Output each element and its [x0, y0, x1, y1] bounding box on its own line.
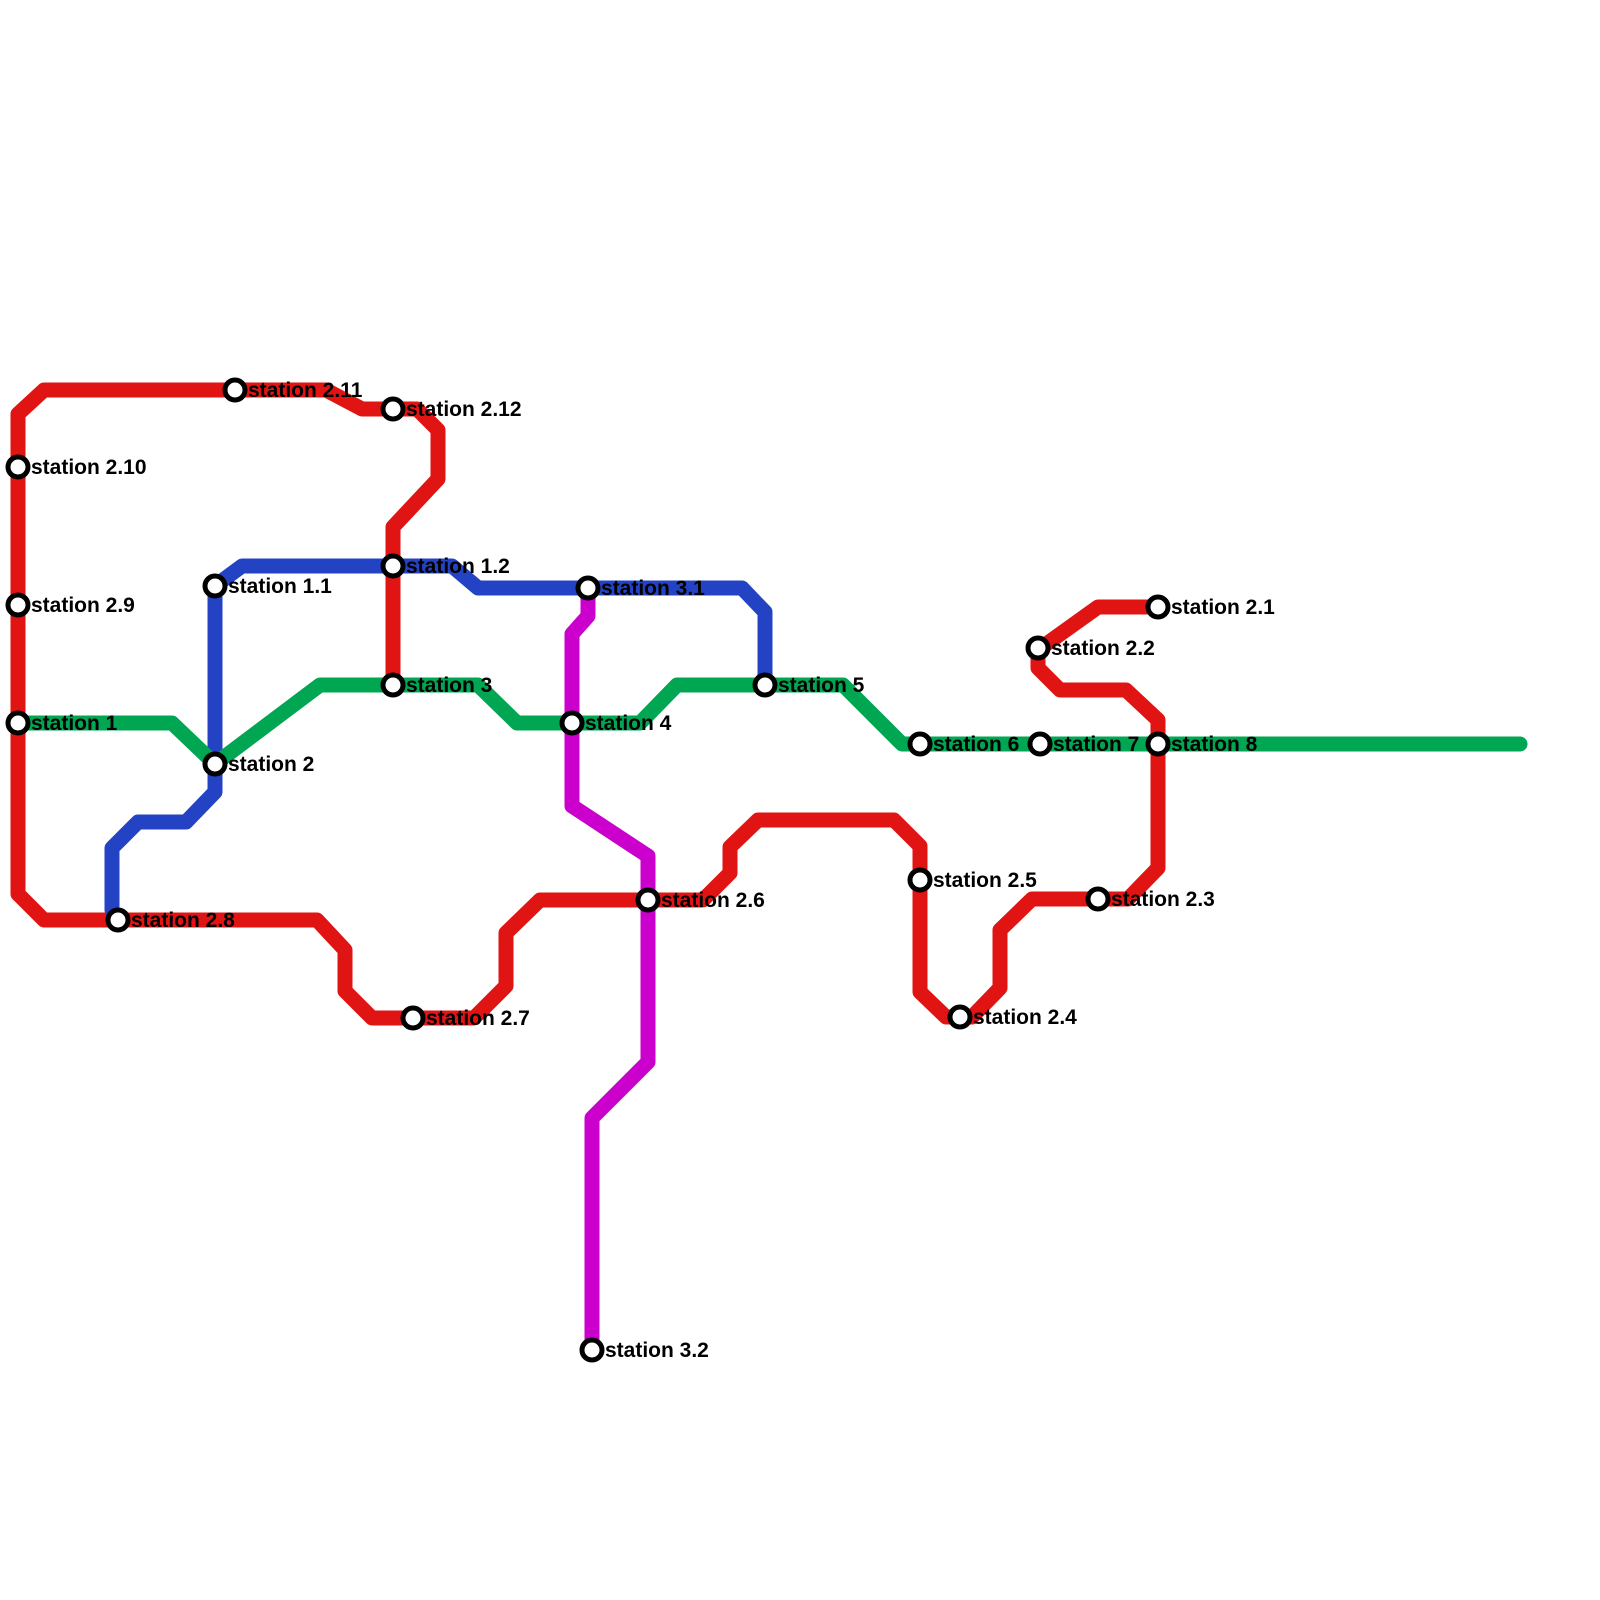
station-2-6-label: station 2.6 [661, 889, 765, 912]
station-2-2-marker[interactable] [1025, 635, 1051, 661]
station-2: station 2 [202, 751, 314, 777]
station-1-label: station 1 [31, 712, 118, 735]
station-2-7: station 2.7 [400, 1005, 530, 1031]
station-6-marker[interactable] [907, 731, 933, 757]
station-5-label: station 5 [778, 674, 865, 697]
station-2-11: station 2.11 [222, 377, 363, 403]
station-3: station 3 [380, 672, 492, 698]
station-2-11-marker[interactable] [222, 377, 248, 403]
station-2-12-label: station 2.12 [406, 398, 522, 421]
station-3-2-marker[interactable] [579, 1337, 605, 1363]
station-2-2-label: station 2.2 [1051, 637, 1155, 660]
station-8: station 8 [1145, 731, 1258, 757]
station-2-10-label: station 2.10 [31, 456, 147, 479]
station-2-7-marker[interactable] [400, 1005, 426, 1031]
line-main-green [10, 677, 1528, 772]
station-8-marker[interactable] [1145, 731, 1171, 757]
station-3-label: station 3 [406, 674, 492, 697]
station-2-marker[interactable] [202, 751, 228, 777]
station-5-marker[interactable] [752, 672, 778, 698]
station-1-1-marker[interactable] [202, 573, 228, 599]
station-2-9-label: station 2.9 [31, 594, 135, 617]
station-4-label: station 4 [585, 712, 672, 735]
station-1-2: station 1.2 [380, 553, 510, 579]
station-2-8-label: station 2.8 [131, 909, 235, 932]
station-5: station 5 [752, 672, 865, 698]
station-2-5: station 2.5 [907, 867, 1037, 893]
line-3-magenta [564, 580, 656, 1358]
station-6: station 6 [907, 731, 1019, 757]
station-8-label: station 8 [1171, 733, 1258, 756]
station-3-1-marker[interactable] [575, 575, 601, 601]
station-2-8-marker[interactable] [105, 907, 131, 933]
station-2-10-marker[interactable] [5, 454, 31, 480]
station-4-marker[interactable] [559, 710, 585, 736]
station-2-12-marker[interactable] [380, 396, 406, 422]
station-1-2-marker[interactable] [380, 553, 406, 579]
station-7-label: station 7 [1053, 733, 1139, 756]
station-7: station 7 [1027, 731, 1139, 757]
station-7-marker[interactable] [1027, 731, 1053, 757]
station-2-4-marker[interactable] [947, 1004, 973, 1030]
station-3-1-label: station 3.1 [601, 577, 705, 600]
station-2-1: station 2.1 [1145, 594, 1275, 620]
station-2-5-marker[interactable] [907, 867, 933, 893]
line-2-red [10, 382, 1166, 1026]
station-2-4-label: station 2.4 [973, 1006, 1077, 1029]
station-1: station 1 [5, 710, 118, 736]
station-4: station 4 [559, 710, 672, 736]
station-2-12: station 2.12 [380, 396, 522, 422]
station-2-4: station 2.4 [947, 1004, 1077, 1030]
station-2-1-label: station 2.1 [1171, 596, 1275, 619]
station-1-2-label: station 1.2 [406, 555, 510, 578]
station-2-5-label: station 2.5 [933, 869, 1037, 892]
station-2-11-label: station 2.11 [248, 379, 363, 402]
station-2-3-label: station 2.3 [1111, 888, 1215, 911]
station-2-3: station 2.3 [1085, 886, 1215, 912]
station-2-7-label: station 2.7 [426, 1007, 530, 1030]
station-1-1: station 1.1 [202, 573, 332, 599]
station-2-6: station 2.6 [635, 887, 765, 913]
station-2-1-marker[interactable] [1145, 594, 1171, 620]
station-2-8: station 2.8 [105, 907, 235, 933]
line-1-blue [104, 558, 773, 918]
station-1-marker[interactable] [5, 710, 31, 736]
station-1-1-label: station 1.1 [228, 575, 332, 598]
station-6-label: station 6 [933, 733, 1019, 756]
station-3-2-label: station 3.2 [605, 1339, 709, 1362]
station-3-1: station 3.1 [575, 575, 705, 601]
station-2-3-marker[interactable] [1085, 886, 1111, 912]
station-2-9-marker[interactable] [5, 592, 31, 618]
station-3-2: station 3.2 [579, 1337, 709, 1363]
station-2-label: station 2 [228, 753, 314, 776]
station-2-9: station 2.9 [5, 592, 135, 618]
station-2-2: station 2.2 [1025, 635, 1155, 661]
station-3-marker[interactable] [380, 672, 406, 698]
station-2-10: station 2.10 [5, 454, 147, 480]
station-2-6-marker[interactable] [635, 887, 661, 913]
